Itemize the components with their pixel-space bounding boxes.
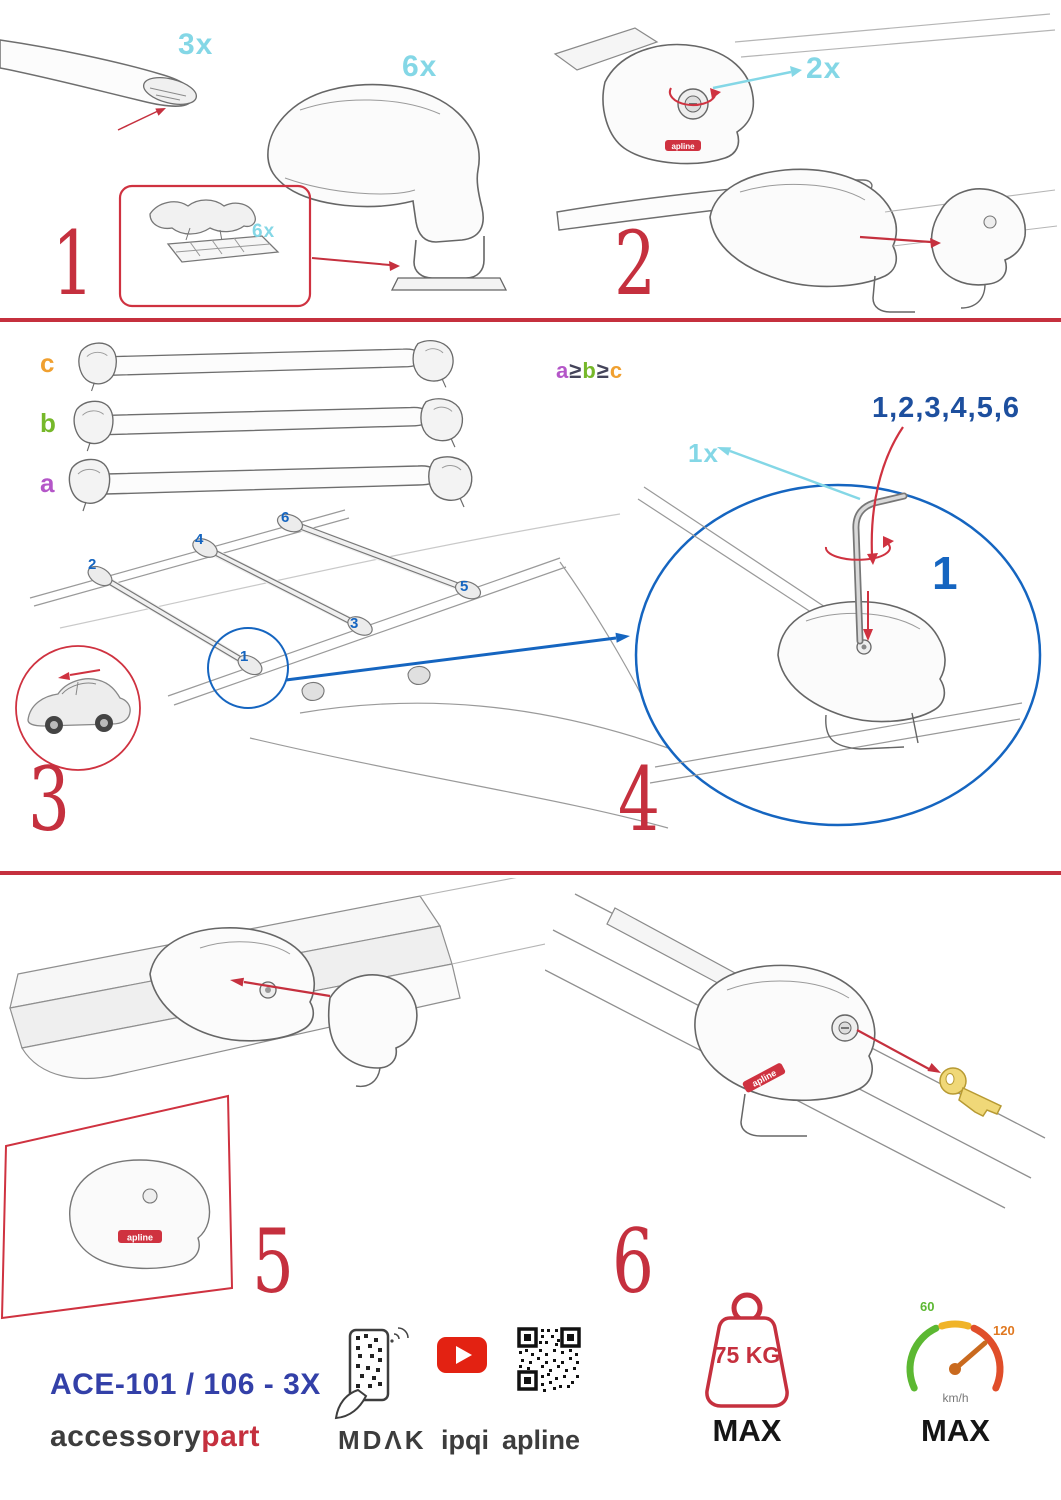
pad-detail-box xyxy=(118,184,312,308)
step1-number: 1 xyxy=(52,212,94,315)
claw-cover-drawing xyxy=(930,188,1026,309)
step3-number: 3 xyxy=(28,748,70,851)
roof-pos-1: 1 xyxy=(240,648,249,665)
tighten-sequence: 1,2,3,4,5,6 xyxy=(872,392,1021,424)
lock-qty-label: 2x xyxy=(806,52,842,85)
bar-foot-assembly-drawing xyxy=(556,168,1058,313)
hand-finger xyxy=(334,1388,368,1420)
tool-qty-arrow xyxy=(717,447,861,501)
sequence-arrow xyxy=(867,426,904,565)
weight-limit-icon xyxy=(705,1292,789,1408)
roof-pos-3: 3 xyxy=(350,615,359,632)
apline-badge xyxy=(118,1230,162,1243)
qr-code xyxy=(515,1325,583,1393)
roof-pos-2: 2 xyxy=(88,556,97,573)
tighten-down-arrow xyxy=(863,591,873,641)
accessorypart-logo: accessorypart xyxy=(50,1422,260,1452)
rail-and-bar-lines xyxy=(637,486,1023,784)
step5-claw-drawing xyxy=(327,974,418,1088)
lock-to-key-arrow xyxy=(856,1029,941,1073)
phone-qr-pixels xyxy=(356,1334,382,1388)
youtube-icon xyxy=(437,1337,487,1373)
apline-mark-text: apline xyxy=(127,1233,153,1243)
section-divider-1 xyxy=(0,318,1061,322)
formula-a: a xyxy=(556,358,570,383)
car-roof-lines xyxy=(29,509,669,829)
formula-c: c xyxy=(609,358,624,383)
roof-pos-4: 4 xyxy=(195,531,204,548)
size-formula: a≥b≥c xyxy=(556,360,623,382)
slide-in-arrow xyxy=(230,977,331,998)
apline-mark-text: apline xyxy=(671,142,695,151)
formula-b: b xyxy=(582,358,597,383)
mdak-logo-text: MDΛK xyxy=(338,1425,427,1455)
foot-drawing xyxy=(267,83,508,291)
bar-b-drawing xyxy=(73,398,464,452)
rotate-key-arrow xyxy=(824,536,894,561)
step6-illustration: apline xyxy=(545,893,1046,1209)
key-drawing xyxy=(939,1067,1003,1117)
apline-badge xyxy=(665,140,701,151)
speedometer-icon xyxy=(906,1320,1004,1392)
bar-end-arrow xyxy=(117,108,166,131)
foot-qty-label: 6x xyxy=(402,50,438,83)
zoom-foot-drawing xyxy=(69,1159,211,1270)
accessory-word: accessory xyxy=(50,1420,202,1453)
step6-number: 6 xyxy=(612,1210,654,1313)
detail-pointer-arrow xyxy=(285,632,630,682)
phone-scan-icon xyxy=(334,1327,409,1420)
needle xyxy=(952,1340,988,1372)
step4-number: 4 xyxy=(618,748,660,851)
step6-foot-drawing: apline xyxy=(694,964,876,1137)
tightening-detail-illustration xyxy=(634,426,1042,827)
tool-qty-label: 1x xyxy=(688,438,719,468)
pad-to-foot-arrow xyxy=(311,257,400,271)
size-label-a: a xyxy=(40,468,55,498)
bar-stub xyxy=(606,907,736,989)
apline-ap: ap xyxy=(502,1425,534,1455)
formula-ge2: ≥ xyxy=(596,358,610,383)
weight-limit-text: 75 KG xyxy=(713,1342,781,1368)
apline-logo: apline xyxy=(502,1427,580,1454)
step2-illustration: apline xyxy=(553,13,1058,313)
speed-unit-label: km/h xyxy=(942,1391,969,1405)
size-label-c: c xyxy=(40,348,55,378)
focus-circle xyxy=(207,627,289,709)
insert-claw-arrow xyxy=(859,235,941,248)
apline-badge xyxy=(742,1063,786,1093)
weight-max-label: MAX xyxy=(712,1413,782,1448)
step1-illustration xyxy=(0,39,508,308)
speed-max-label: MAX xyxy=(921,1413,990,1448)
first-position-number: 1 xyxy=(932,547,958,599)
bar-qty-label: 3x xyxy=(178,28,214,61)
apline-line: line xyxy=(533,1425,581,1455)
bar-sizes-illustration xyxy=(68,340,473,512)
step5-illustration: apline xyxy=(0,878,545,1320)
zoom-trapezoid: apline xyxy=(0,1094,234,1320)
crossbar-drawing xyxy=(0,39,198,107)
ipqi-logo-text: ipqi xyxy=(441,1425,489,1455)
lock-qty-arrow xyxy=(712,66,802,90)
step2-number: 2 xyxy=(614,212,656,315)
speed-120-label: 120 xyxy=(993,1323,1015,1338)
formula-ge1: ≥ xyxy=(569,358,583,383)
roof-pos-5: 5 xyxy=(460,578,469,595)
claw-piece xyxy=(149,199,256,235)
rotate-lock-arrow xyxy=(668,87,716,107)
speed-60-label: 60 xyxy=(920,1299,935,1314)
part-word: part xyxy=(201,1420,260,1453)
bar-c-drawing xyxy=(78,340,454,392)
roof-pos-6: 6 xyxy=(281,509,290,526)
roof-mounting-illustration xyxy=(15,509,669,829)
step5-number: 5 xyxy=(252,1210,294,1313)
foot-with-lock-drawing: apline xyxy=(553,27,755,165)
model-code: ACE-101 / 106 - 3X xyxy=(50,1368,321,1401)
car-direction-inset xyxy=(15,645,141,771)
section-divider-2 xyxy=(0,871,1061,875)
pad-qty-label: 6x xyxy=(252,221,276,242)
rubber-pad xyxy=(166,235,280,263)
mounted-crossbars xyxy=(87,513,482,701)
size-label-b: b xyxy=(40,408,56,438)
